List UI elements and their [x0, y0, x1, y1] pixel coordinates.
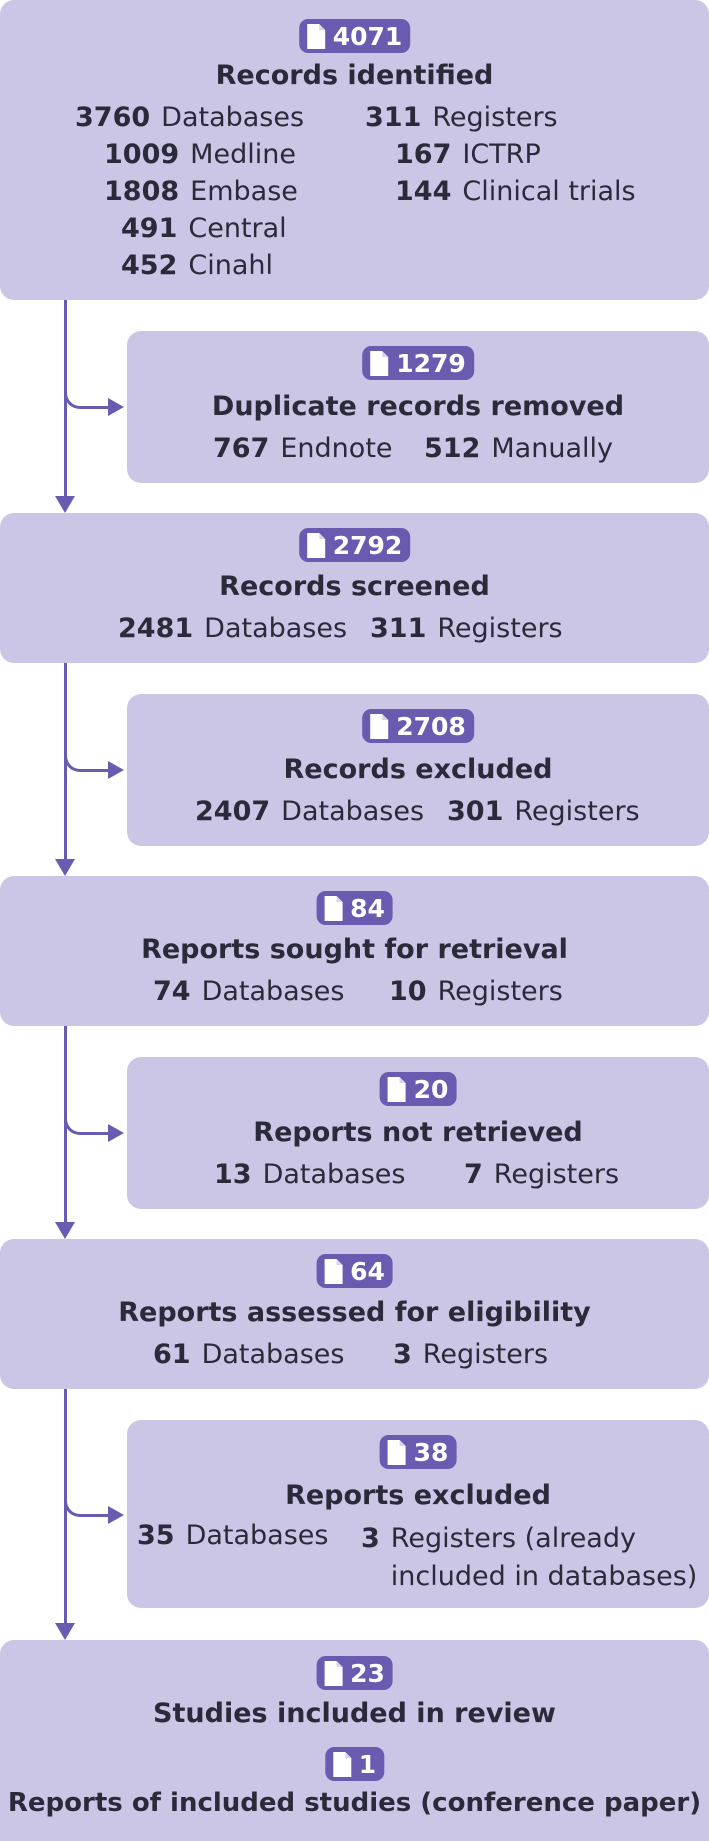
not-retrieved-badge: 20 [379, 1072, 457, 1106]
records-identified-title: Records identified [215, 60, 494, 91]
arrow-down-2 [55, 859, 75, 876]
arrow-down-3 [55, 1222, 75, 1239]
not-retrieved-title: Reports not retrieved [253, 1117, 583, 1148]
document-icon [387, 1439, 406, 1465]
included-badge: 23 [316, 1656, 393, 1690]
excluded-badge: 2708 [362, 709, 474, 743]
duplicates-count: 1279 [396, 348, 466, 378]
included-count: 23 [350, 1658, 385, 1688]
document-icon [306, 23, 325, 49]
branch-curve-1 [64, 379, 82, 409]
branch-curve-3 [64, 1105, 82, 1135]
branch-line-2 [80, 769, 110, 772]
document-icon [387, 1076, 406, 1102]
conference-count: 1 [358, 1749, 377, 1779]
sought-badge: 84 [316, 891, 393, 925]
screened-count: 2792 [332, 530, 403, 560]
arrow-right-3 [108, 1124, 124, 1142]
records-identified-count: 4071 [332, 21, 403, 51]
document-icon [324, 1258, 343, 1284]
arrow-right-4 [108, 1506, 124, 1524]
branch-curve-4 [64, 1487, 82, 1517]
branch-line-1 [80, 406, 110, 409]
screened-badge: 2792 [298, 528, 411, 562]
branch-line-3 [80, 1132, 110, 1135]
arrow-down-1 [55, 496, 75, 513]
conference-badge: 1 [324, 1747, 385, 1781]
flow-trunk-4 [64, 1389, 67, 1635]
reports-excluded-count: 38 [413, 1437, 449, 1467]
duplicates-title: Duplicate records removed [211, 391, 625, 422]
excluded-title: Records excluded [283, 754, 553, 785]
assessed-title: Reports assessed for eligibility [118, 1297, 591, 1328]
screened-title: Records screened [219, 571, 490, 602]
excluded-count: 2708 [396, 711, 466, 741]
reports-excluded-title: Reports excluded [285, 1480, 551, 1511]
included-title: Studies included in review [153, 1698, 556, 1729]
document-icon [370, 713, 389, 739]
document-icon [324, 895, 343, 921]
document-icon [370, 350, 389, 376]
arrow-right-1 [108, 398, 124, 416]
arrow-down-4 [55, 1623, 75, 1640]
studies-included-box: 23 Studies included in review 1 Reports … [0, 1640, 709, 1841]
branch-line-4 [80, 1514, 110, 1517]
document-icon [306, 532, 325, 558]
records-identified-badge: 4071 [298, 19, 411, 53]
branch-curve-2 [64, 742, 82, 772]
arrow-right-2 [108, 761, 124, 779]
not-retrieved-count: 20 [413, 1074, 449, 1104]
assessed-count: 64 [350, 1256, 385, 1286]
conference-title: Reports of included studies (conference … [7, 1788, 702, 1818]
document-icon [332, 1751, 351, 1777]
sought-title: Reports sought for retrieval [141, 934, 568, 965]
assessed-badge: 64 [316, 1254, 393, 1288]
document-icon [324, 1660, 343, 1686]
reports-excluded-badge: 38 [379, 1435, 457, 1469]
duplicates-badge: 1279 [362, 346, 474, 380]
sought-count: 84 [350, 893, 385, 923]
